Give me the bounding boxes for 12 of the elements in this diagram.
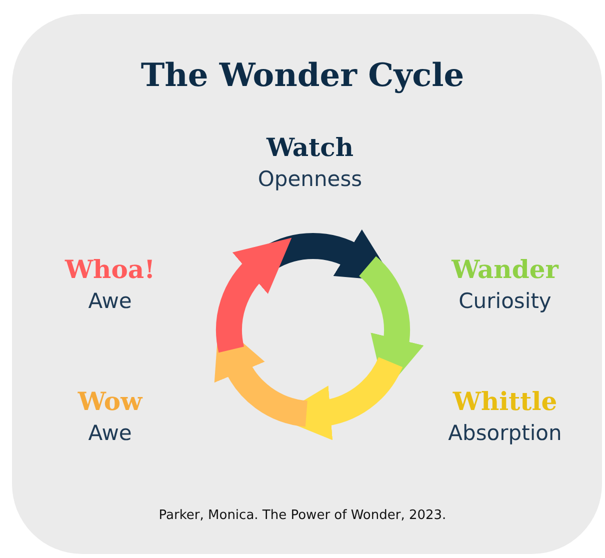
stage-name: Watch xyxy=(266,132,354,164)
stage-quality: Curiosity xyxy=(458,288,552,315)
stage-name: Wander xyxy=(452,254,558,286)
stage-quality: Awe xyxy=(88,420,132,447)
stage-name: Wow xyxy=(78,386,142,418)
citation-caption: Parker, Monica. The Power of Wonder, 2023. xyxy=(158,508,448,523)
diagram-title: The Wonder Cycle xyxy=(140,56,466,94)
stage-quality: Awe xyxy=(88,288,132,315)
stage-name: Whittle xyxy=(452,386,558,418)
stage-quality: Absorption xyxy=(448,420,562,447)
stage-quality: Openness xyxy=(258,166,362,193)
stage-name: Whoa! xyxy=(64,254,156,286)
